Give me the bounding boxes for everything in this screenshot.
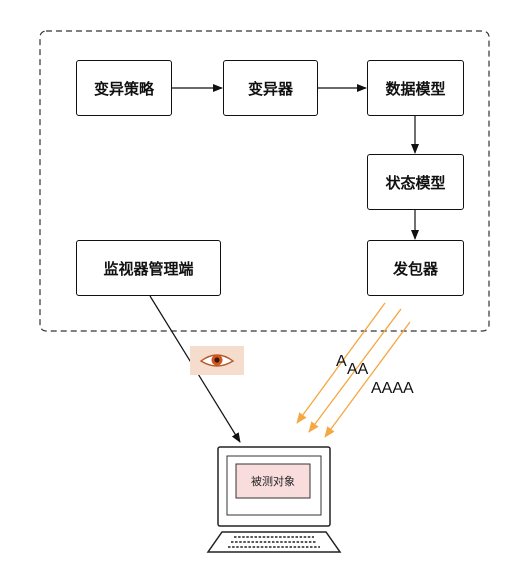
packet-label-aaaa: AAAA bbox=[371, 380, 414, 397]
packet-arrow bbox=[296, 302, 386, 424]
packet-label-a: A bbox=[336, 353, 347, 370]
mutator-box: 变异器 bbox=[223, 60, 318, 116]
eye-icon bbox=[199, 354, 235, 367]
mutation-strategy-label: 变异策略 bbox=[93, 79, 154, 98]
mutator-label: 变异器 bbox=[247, 79, 293, 98]
state-model-box: 状态模型 bbox=[367, 154, 464, 210]
monitor-box: 监视器管理端 bbox=[76, 240, 221, 296]
computer-icon bbox=[206, 446, 342, 553]
packet-arrow bbox=[308, 308, 402, 433]
mutation-strategy-box: 变异策略 bbox=[76, 60, 172, 116]
packet-sender-box: 发包器 bbox=[367, 240, 464, 296]
target-label: 被测对象 bbox=[251, 476, 295, 488]
data-model-label: 数据模型 bbox=[385, 79, 446, 98]
system-boundary bbox=[39, 30, 490, 332]
eye-badge bbox=[190, 346, 244, 375]
data-model-box: 数据模型 bbox=[367, 60, 464, 116]
packet-label-aa: AA bbox=[347, 361, 369, 378]
packet-sender-label: 发包器 bbox=[392, 259, 438, 278]
monitor-label: 监视器管理端 bbox=[103, 259, 194, 278]
packet-arrow bbox=[324, 321, 411, 438]
state-model-label: 状态模型 bbox=[385, 173, 446, 192]
